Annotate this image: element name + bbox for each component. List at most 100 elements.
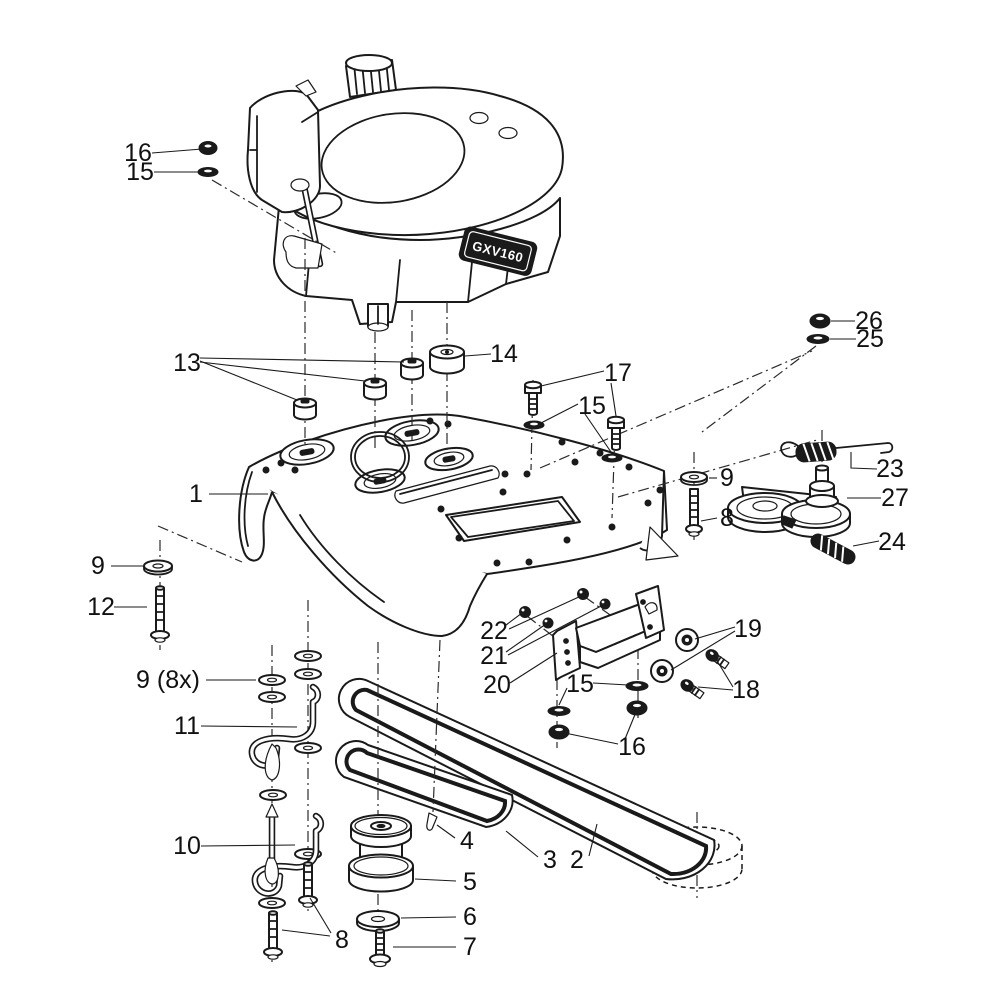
leader-line-8-right	[700, 517, 718, 522]
leader-line-18	[715, 658, 734, 688]
callout-label-20: 20	[483, 671, 511, 699]
callout-label-10: 10	[173, 832, 201, 860]
bolt-8-right	[685, 488, 703, 537]
air-cleaner	[246, 79, 321, 214]
callout-label-8-bottom: 8	[335, 926, 349, 954]
engine-assembly: GXV160	[246, 54, 564, 332]
leader-line-8-bottom	[281, 929, 331, 937]
callout-label-15-bottom: 15	[566, 670, 594, 698]
washer-15-bottom	[547, 706, 571, 716]
bolt-17	[607, 415, 625, 451]
washer-9-stack	[258, 650, 322, 909]
screw-22	[519, 606, 531, 618]
wire-clamp-11	[248, 683, 322, 781]
callout-label-12: 12	[87, 593, 115, 621]
bolt-12	[150, 585, 170, 643]
leader-line-17	[610, 382, 617, 417]
belt-guide-pin	[426, 812, 438, 831]
leader-line-15-mid	[540, 403, 579, 424]
leader-line-22	[508, 595, 582, 630]
washer-25	[806, 334, 830, 344]
spring-24	[810, 533, 856, 565]
callout-label-16-top: 16	[124, 139, 152, 167]
leader-line-20	[509, 652, 558, 684]
tension-spring-23	[780, 441, 894, 463]
crankshaft-stub	[367, 303, 389, 332]
leader-line-21	[507, 604, 604, 656]
callout-label-23: 23	[876, 455, 904, 483]
leader-line-16-bottom	[624, 711, 637, 740]
starter-cover-circle	[320, 112, 466, 204]
washer-15-top	[197, 167, 219, 177]
deck-cover	[238, 413, 679, 637]
leader-line-3	[505, 830, 539, 858]
drive-belt-long	[337, 677, 716, 881]
leader-line-23	[850, 452, 878, 470]
leader-line-13	[199, 361, 366, 382]
drive-belt-short	[335, 740, 514, 829]
bracket-20	[552, 585, 665, 681]
leader-line-22	[505, 612, 523, 626]
leader-line-24	[852, 540, 880, 547]
washer-6	[356, 910, 400, 932]
engine-model-badge: GXV160	[458, 226, 538, 276]
washer-19	[650, 659, 674, 683]
leader-line-13	[199, 357, 405, 363]
leader-line-8-bottom	[309, 897, 332, 934]
callout-label-22: 22	[480, 617, 508, 645]
washer-9-left	[143, 559, 173, 576]
washer-19	[675, 628, 699, 652]
screw-22	[577, 588, 589, 600]
washer-15-mid	[601, 453, 623, 463]
callout-label-9-left: 9	[91, 552, 105, 580]
leader-line-4	[436, 824, 456, 839]
callout-label-24: 24	[878, 528, 906, 556]
wire-clamp-10	[251, 803, 325, 897]
bushing-13	[293, 397, 317, 421]
screw-18	[680, 679, 705, 700]
idler-pulley-right	[781, 499, 851, 538]
callout-label-2: 2	[570, 846, 584, 874]
nut-21	[542, 617, 554, 629]
nut-21	[599, 598, 611, 610]
leader-line-17	[540, 370, 605, 387]
leader-line-21	[505, 623, 547, 653]
leader-line-6	[400, 916, 457, 919]
bushing-13	[363, 377, 387, 401]
callout-label-21: 21	[480, 642, 508, 670]
screw-18	[705, 649, 730, 670]
callout-label-16-bottom: 16	[618, 733, 646, 761]
bolt-8-bottom	[263, 910, 283, 960]
callout-label-7: 7	[463, 933, 477, 961]
nut-26	[809, 313, 831, 329]
leader-line-16-top	[151, 148, 203, 154]
bolt-7	[369, 928, 391, 968]
callout-label-17: 17	[604, 359, 632, 387]
callout-label-25: 25	[856, 325, 884, 353]
callout-label-13: 13	[173, 349, 201, 377]
washer-15-bottom	[625, 681, 649, 691]
bolt-17	[524, 380, 542, 416]
leader-line-10	[200, 844, 296, 847]
callout-label-5: 5	[463, 868, 477, 896]
leader-line-19	[670, 630, 736, 671]
bushing-13	[400, 357, 424, 381]
callout-label-4: 4	[460, 827, 474, 855]
callout-label-26: 26	[855, 307, 883, 335]
callout-label-8-right: 8	[720, 504, 734, 532]
washer-15-mid	[523, 420, 545, 430]
callout-label-9-right: 9	[720, 464, 734, 492]
nut-16-bottom	[626, 700, 648, 716]
leader-line-14	[464, 353, 492, 357]
leader-line-19	[694, 626, 736, 640]
leader-line-13	[199, 360, 298, 401]
carb-linkage	[282, 178, 324, 269]
leader-line-2	[588, 823, 598, 857]
callout-label-9-8x: 9 (8x)	[136, 666, 200, 694]
callout-label-3: 3	[543, 846, 557, 874]
nut-16-top	[198, 141, 218, 155]
callout-label-11: 11	[174, 712, 200, 740]
nut-16-bottom	[548, 724, 570, 740]
